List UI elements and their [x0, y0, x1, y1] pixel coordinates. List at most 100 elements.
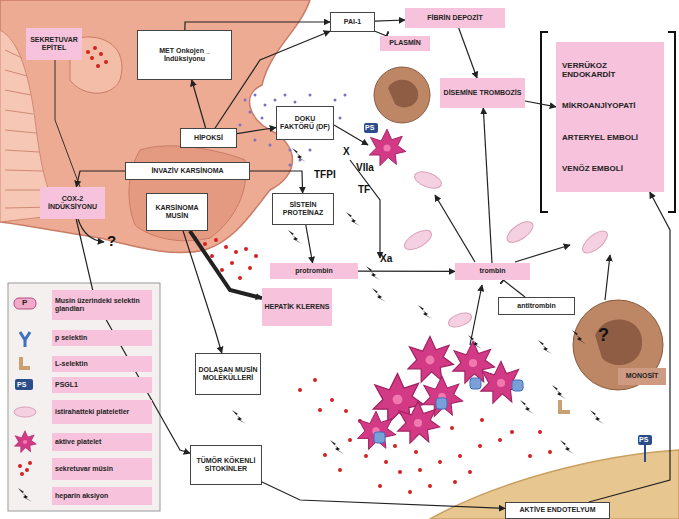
heparin-symbol [552, 385, 566, 399]
epithelial-cells [5, 50, 54, 208]
heparin-symbol [232, 410, 246, 424]
resting-platelet [447, 310, 474, 329]
edge-label: Xa [380, 254, 392, 264]
heparin-symbol [288, 230, 302, 244]
leader-line [55, 60, 80, 187]
box-text: AKTİVE ENDOTELYUM [520, 506, 596, 514]
p-selectin-symbol [374, 432, 385, 443]
arrow [334, 125, 368, 145]
connector [185, 22, 330, 30]
connector [306, 225, 313, 263]
heparin-symbol [572, 330, 586, 344]
connector [503, 280, 525, 297]
legend-icon [14, 431, 36, 453]
box-text: COX-2 İNDÜKSİYONU [42, 195, 103, 211]
box-text: PAI-1 [344, 18, 361, 26]
process-box: DOLAŞAN MUSİN MOLEKÜLLERİ [195, 353, 261, 395]
tumor-tissue [0, 0, 310, 253]
pink-box: FİBRİN DEPOZİT [405, 8, 505, 28]
process-box: KARSİNOMA MUSİN [146, 193, 208, 231]
box-text: FİBRİN DEPOZİT [427, 14, 483, 22]
active-platelet [481, 361, 523, 403]
arrow [470, 285, 482, 345]
arrow [78, 219, 104, 242]
connector [237, 128, 276, 134]
pink-box: DİSEMİNE TROMBOZİS [440, 78, 525, 108]
connector [525, 101, 556, 107]
heparin-symbol [292, 148, 306, 162]
box-text: HEPATİK KLERENS [264, 303, 329, 311]
connector [358, 271, 455, 272]
arrow [515, 245, 570, 262]
annotation-label: ? [107, 233, 116, 248]
connector [190, 231, 262, 298]
legend-text: aktive platelet [52, 433, 152, 451]
legend-icon [20, 332, 30, 347]
box-text: KARSİNOMA MUSİN [149, 204, 205, 220]
legend-text: Musin üzerindeki selektin glandları [52, 290, 152, 320]
active-platelet [423, 376, 463, 416]
process-box: SİSTEİN PROTEİNAZ [272, 193, 334, 225]
heparin-symbol [560, 440, 574, 454]
legend-icon [18, 488, 32, 502]
arrow [435, 195, 475, 262]
connector [250, 171, 303, 193]
box-text: İNVAZİV KARSİNOMA [151, 167, 223, 175]
connector [183, 231, 222, 353]
invasive-carcinoma [129, 146, 246, 241]
connector [76, 171, 125, 187]
pink-box: SEKRETUVAR EPİTEL [26, 28, 82, 60]
process-box: HİPOKSİ [180, 128, 237, 148]
legend-icon [21, 357, 30, 368]
legend-icon [14, 298, 36, 309]
heparin-symbol [366, 266, 380, 280]
outcome-box: VERRÜKOZ ENDOKARDİTMİKROANJİYOPATİARTERY… [556, 42, 664, 192]
pink-box: PLASMİN [380, 36, 430, 51]
pink-box: trombin [455, 263, 530, 280]
box-text: PLASMİN [389, 39, 421, 47]
box-text: TÜMÖR KÖKENLİ SİTOKİNLER [193, 457, 259, 473]
legend-text: heparin aksiyon [52, 487, 152, 505]
p-selectin-symbol [436, 398, 447, 409]
psgl1-stem [644, 445, 646, 462]
p-selectin-symbol [512, 380, 523, 391]
process-box: İNVAZİV KARSİNOMA [125, 162, 250, 180]
pink-box: protrombin [270, 263, 358, 279]
heparin-symbol [590, 410, 604, 424]
box-text: HİPOKSİ [194, 134, 223, 142]
resting-platelet [579, 227, 611, 257]
heparin-symbol [520, 400, 534, 414]
annotation-label: TF [358, 185, 370, 195]
heparin-symbol [468, 335, 482, 349]
p-selectin-symbol [470, 378, 481, 389]
legend-text: PSGL1 [52, 377, 152, 393]
monocyte-nucleus [595, 319, 642, 365]
annotation-label: X [343, 147, 350, 157]
process-box: AKTİVE ENDOTELYUM [505, 502, 610, 519]
heparin-symbol [330, 440, 344, 454]
legend-icon [14, 407, 36, 417]
heparin-symbol [346, 212, 360, 226]
box-text: protrombin [295, 267, 332, 275]
process-box: PAI-1 [330, 12, 375, 32]
annotation-label: ? [598, 326, 609, 344]
psgl1-symbol [364, 123, 378, 133]
annotation-label: PS [17, 381, 26, 388]
psgl1-symbol [638, 435, 652, 445]
arrow [605, 255, 610, 300]
legend-text: p selektin [52, 330, 152, 346]
box-text: DOLAŞAN MUSİN MOLEKÜLLERİ [198, 366, 258, 382]
resting-platelet [402, 226, 435, 253]
endothelium [430, 450, 679, 519]
legend-text: istirahatteki plateletler [52, 400, 152, 424]
l-selectin-symbol [560, 400, 570, 412]
arrow [350, 160, 380, 258]
pink-box: COX-2 İNDÜKSİYONU [40, 187, 105, 219]
tissue-factor-dots [239, 94, 347, 167]
active-platelet [357, 411, 395, 449]
annotation-label: TFPI [314, 170, 336, 180]
process-box: DOKU FAKTÖRÜ (DF) [276, 106, 334, 140]
legend-icon [15, 379, 33, 390]
box-text: antitrombin [517, 302, 556, 310]
